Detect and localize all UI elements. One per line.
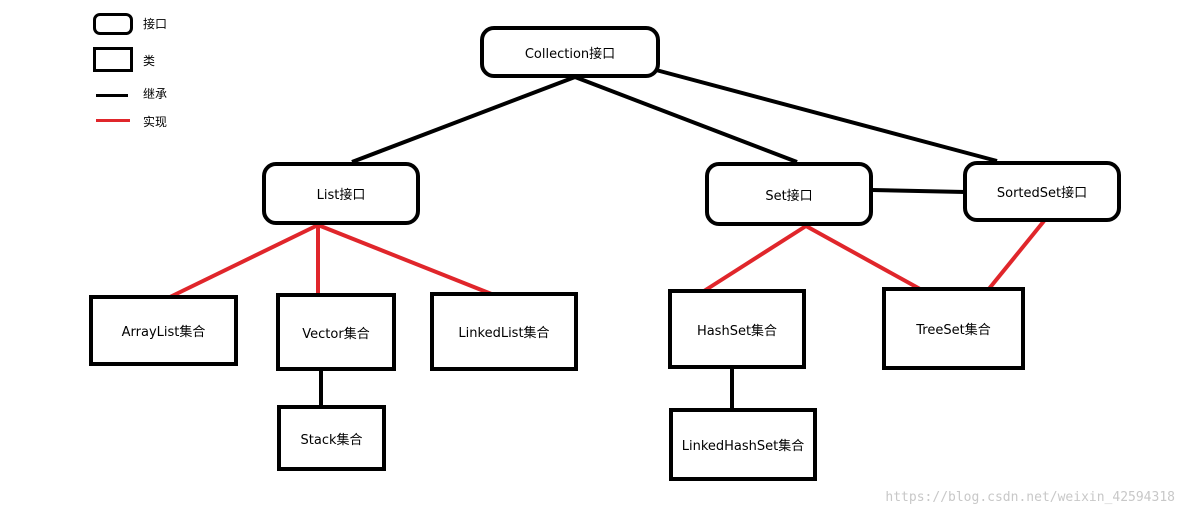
legend-inherit-label: 继承: [143, 87, 168, 101]
node-collection-interface: Collection接口: [480, 26, 660, 78]
node-arraylist-class: ArrayList集合: [89, 295, 238, 366]
legend-interface-label: 接口: [143, 17, 168, 31]
node-set-interface: Set接口: [705, 162, 873, 226]
node-hashset-class: HashSet集合: [668, 289, 806, 369]
node-vector-class: Vector集合: [276, 293, 396, 371]
legend-class-swatch: [93, 47, 133, 72]
line-list-linkedlist: [317, 223, 495, 297]
node-linkedhashset-class: LinkedHashSet集合: [669, 408, 817, 481]
line-collection-list: [351, 75, 576, 164]
line-collection-set: [574, 75, 798, 164]
node-sortedset-interface: SortedSet接口: [963, 161, 1121, 222]
line-set-hashset: [702, 224, 808, 293]
legend-implement-line: [96, 119, 130, 122]
node-list-interface: List接口: [262, 162, 420, 225]
legend-inherit-line: [96, 94, 128, 97]
node-stack-class: Stack集合: [277, 405, 386, 471]
line-collection-sortedset: [655, 68, 998, 163]
line-sortedset-treeset: [986, 219, 1046, 292]
legend-class-label: 类: [143, 54, 156, 68]
line-set-sortedset: [871, 188, 966, 194]
line-list-arraylist: [169, 223, 319, 299]
legend-interface-swatch: [93, 13, 133, 35]
watermark-url: https://blog.csdn.net/weixin_42594318: [885, 490, 1175, 505]
node-treeset-class: TreeSet集合: [882, 287, 1025, 370]
line-set-treeset: [805, 224, 921, 291]
legend-implement-label: 实现: [143, 115, 168, 129]
node-linkedlist-class: LinkedList集合: [430, 292, 578, 371]
